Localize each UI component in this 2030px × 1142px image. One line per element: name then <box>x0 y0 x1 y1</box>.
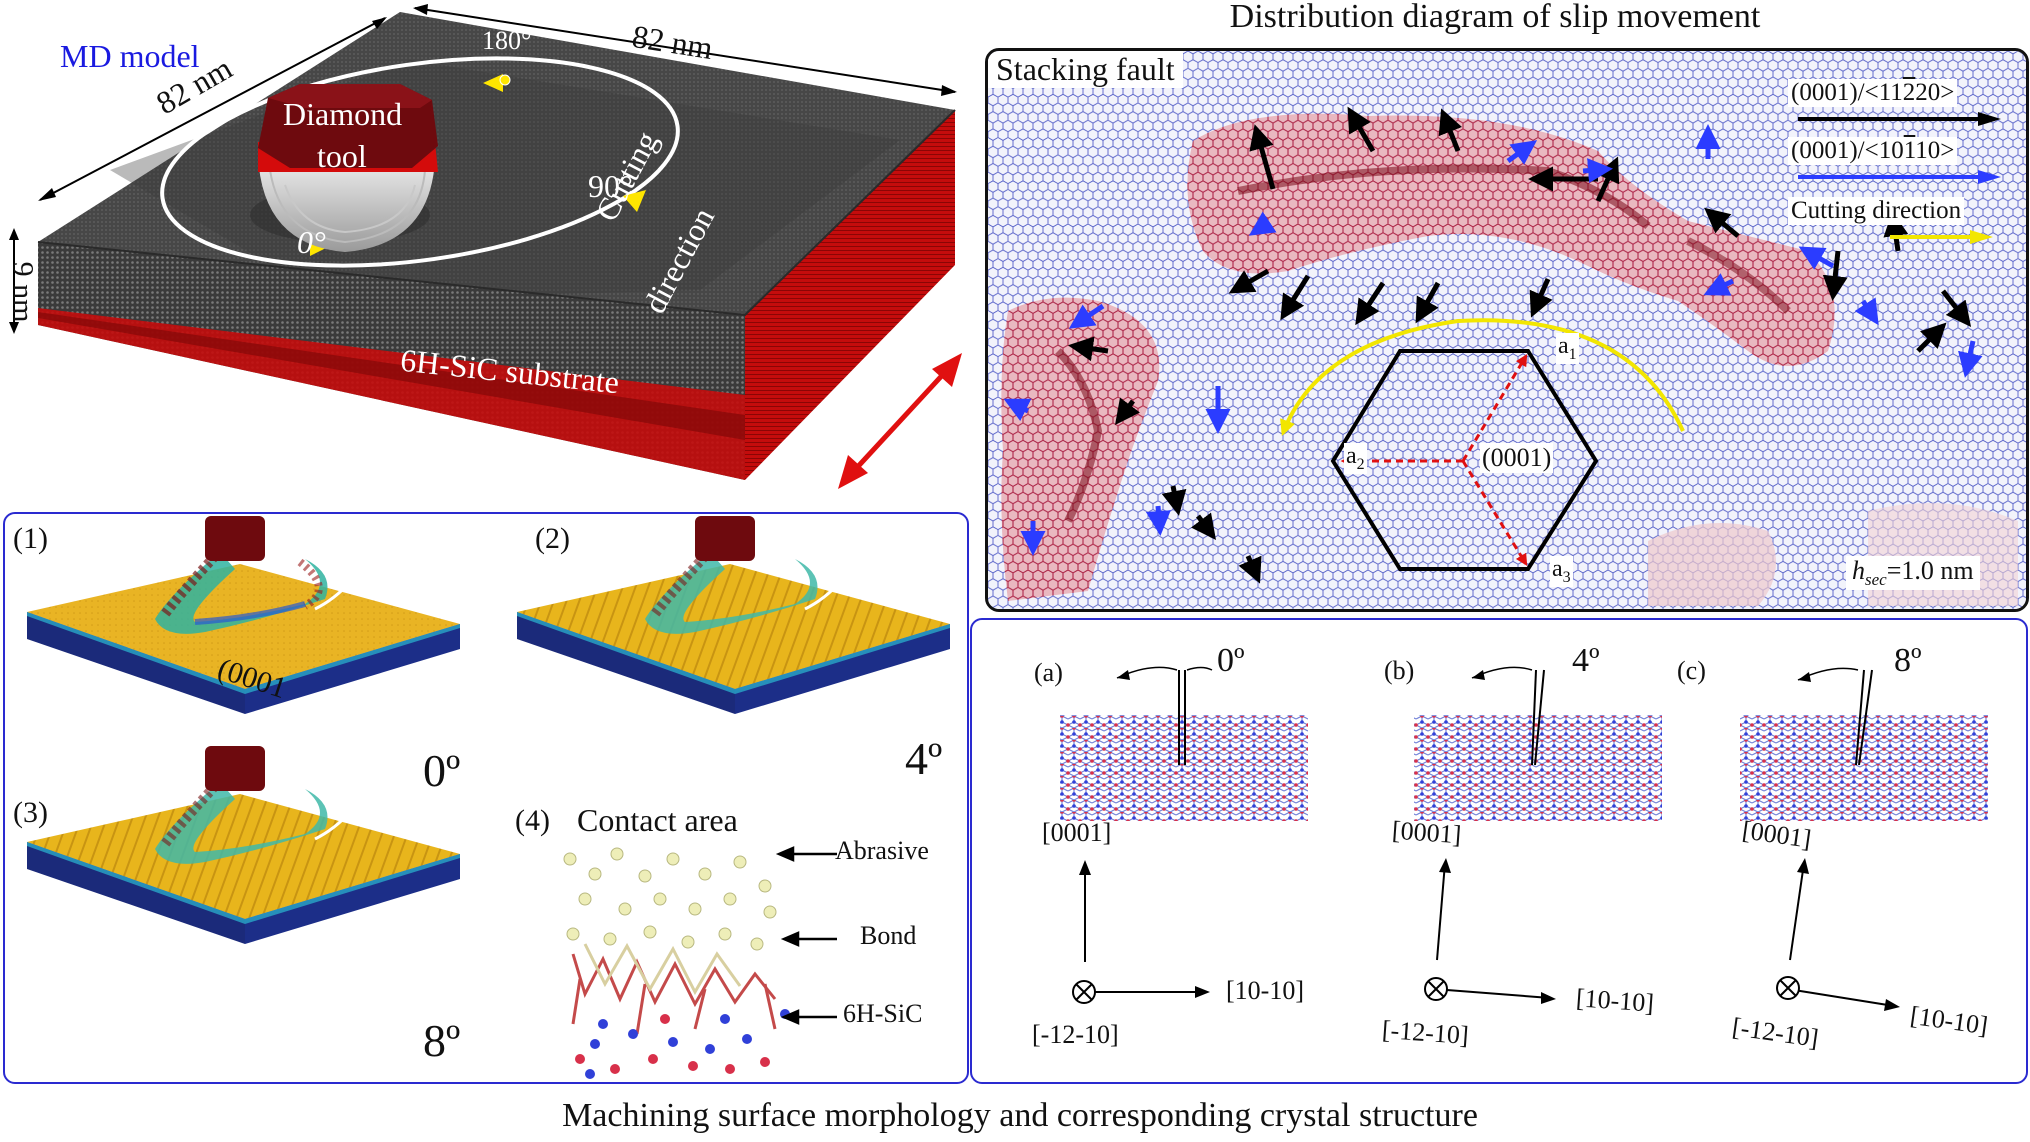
morphology-panel: (1) (2) (3) (4) Contact area 0º 4º 8º (0… <box>3 512 969 1084</box>
crystal-angle-c: 8º <box>1894 642 1922 679</box>
contact-area-title: Contact area <box>577 802 738 838</box>
angle-label-90: 90° <box>588 168 633 204</box>
slip-diagram-title: Distribution diagram of slip movement <box>1229 0 1761 35</box>
stacking-fault-region-left <box>1001 297 1160 601</box>
substrate-top <box>38 12 955 315</box>
tool-label-line1: Diamond <box>283 96 403 132</box>
contact-label-sic: 6H-SiC <box>843 999 923 1028</box>
slip-diagram-figure <box>988 51 2026 609</box>
crystal-panel: (a) 0º [0001] [10-10] [-12-10] (b) 4º [0… <box>970 618 2028 1084</box>
crystal-c <box>1740 667 1988 1011</box>
lattice-hexagon <box>1330 349 1599 571</box>
slip-diagram-panel: Stacking fault (0001)/<11220> (0001)/<10… <box>985 48 2029 612</box>
crystal-index-b: (b) <box>1384 656 1415 685</box>
substrate-side-right <box>745 110 955 480</box>
morph-angle-0: 0º <box>423 745 461 796</box>
md-model-label: MD model <box>60 38 200 74</box>
rotation-arc <box>1280 318 1685 436</box>
angle-marker-90 <box>623 190 646 212</box>
crystal-angle-a: 0º <box>1217 642 1245 679</box>
md-model-figure <box>9 4 957 480</box>
surface-slab-3 <box>27 746 460 944</box>
crystal-axis-in-a: [-12-10] <box>1032 1020 1119 1049</box>
legend-item-yellow: Cutting direction <box>1788 197 1965 225</box>
cutting-path-ellipse <box>160 56 680 268</box>
stacking-fault-label: Stacking fault <box>988 51 1183 88</box>
morph-angle-8: 8º <box>423 1015 461 1066</box>
plane-label: (0001) <box>1480 443 1554 473</box>
angle-marker-180 <box>483 74 503 92</box>
crystal-axis-right-b: [10-10] <box>1575 983 1655 1018</box>
morph-index-2: (2) <box>535 522 570 555</box>
legend-item-black: (0001)/<11220> <box>1788 79 1958 107</box>
lattice-label-a1: a1 <box>1556 333 1579 364</box>
crystal-a <box>1060 666 1308 1004</box>
crystal-index-a: (a) <box>1034 658 1063 687</box>
lattice-label-a2: a2 <box>1344 443 1367 474</box>
hsec-label: hsec=1.0 nm <box>1846 556 1980 591</box>
crystal-axis-right-a: [10-10] <box>1226 976 1304 1005</box>
morph-index-3: (3) <box>13 796 48 829</box>
lattice-label-a3: a3 <box>1550 556 1573 587</box>
crystal-index-c: (c) <box>1677 656 1706 685</box>
crystal-b <box>1414 666 1662 1004</box>
dim-label-height: 9 nm <box>6 261 40 323</box>
surface-slab-1 <box>27 516 460 714</box>
surface-slab-2 <box>517 516 950 714</box>
morph-index-1: (1) <box>13 522 48 555</box>
figure-caption: Machining surface morphology and corresp… <box>562 1097 1478 1134</box>
slip-arrows-blue <box>1003 124 1983 556</box>
contact-label-abrasive: Abrasive <box>835 836 929 865</box>
angle-label-180: 180° <box>482 26 532 55</box>
crystal-angle-b: 4º <box>1572 642 1600 679</box>
contact-area-figure <box>563 846 837 1079</box>
legend-item-blue: (0001)/<10110> <box>1788 137 1958 165</box>
angle-label-0: 0° <box>297 224 326 260</box>
morphology-figure <box>27 516 950 1079</box>
tool-label-line2: tool <box>317 138 367 174</box>
crystal-axis-in-b: [-12-10] <box>1381 1015 1470 1050</box>
morph-index-4: (4) <box>515 804 550 837</box>
crystal-axis-up-a: [0001] <box>1042 818 1112 847</box>
morph-angle-4: 4º <box>905 733 943 784</box>
crystal-axis-up-b: [0001] <box>1391 815 1463 850</box>
crystal-figure <box>1060 666 1988 1011</box>
contact-label-bond: Bond <box>860 921 917 950</box>
link-arrow <box>838 353 962 489</box>
slip-arrows-black <box>1068 106 1972 584</box>
